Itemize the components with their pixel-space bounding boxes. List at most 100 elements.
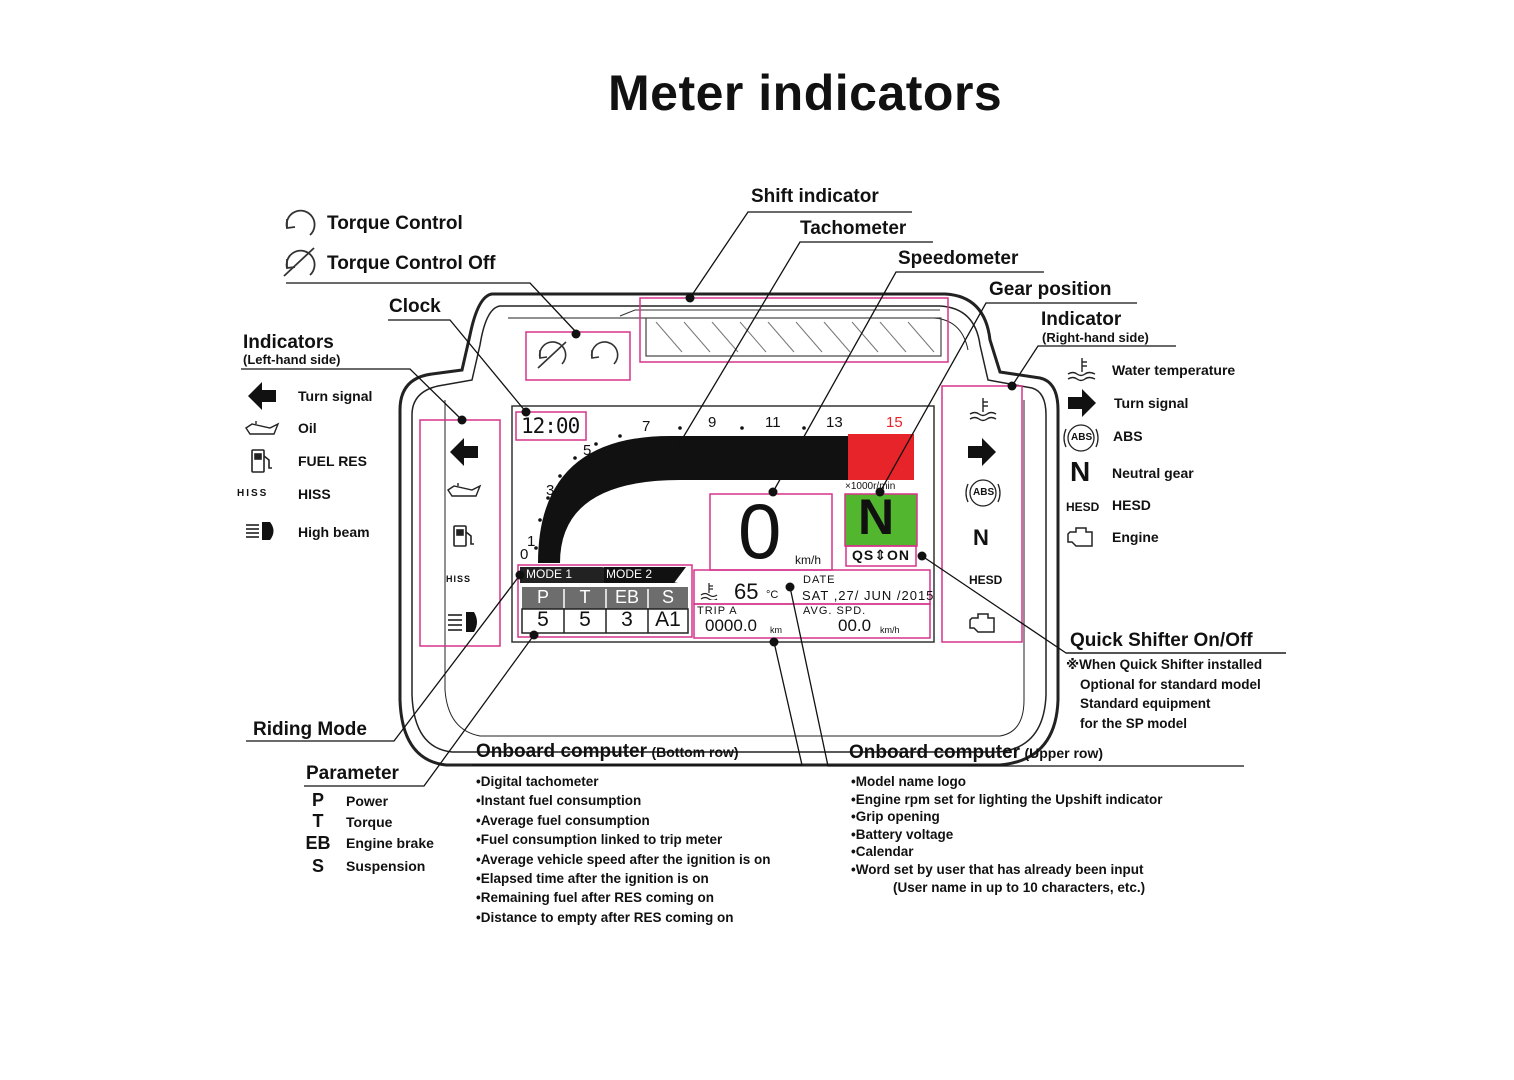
legend-water-temperature-icon bbox=[1067, 358, 1096, 382]
riding-mode-label: Riding Mode bbox=[253, 719, 367, 740]
clock-box bbox=[515, 411, 587, 441]
riding-mode-highlight bbox=[517, 564, 693, 638]
quick-shifter-note-line: Standard equipment bbox=[1080, 696, 1211, 711]
param-label-power: Power bbox=[346, 792, 389, 809]
param-key-s: S bbox=[311, 855, 324, 876]
legend-right-turn-signal: Turn signal bbox=[1114, 395, 1189, 411]
leader-lines bbox=[241, 211, 1286, 787]
tachometer-redzone bbox=[848, 434, 914, 480]
param-header-row: P T EB S bbox=[522, 587, 688, 608]
gear-box bbox=[844, 493, 918, 547]
param-header-cell: S bbox=[661, 587, 674, 607]
torque-control-off-label: Torque Control Off bbox=[327, 253, 496, 274]
shift-indicator-label: Shift indicator bbox=[751, 186, 879, 207]
list-item: •Engine rpm set for lighting the Upshift… bbox=[851, 791, 1163, 807]
panel-water-temperature-icon bbox=[969, 398, 997, 422]
lcd-water-temperature-icon bbox=[700, 583, 718, 600]
list-item: •Calendar bbox=[851, 844, 914, 860]
onboard-upper-sublabel: (Upper row) bbox=[1024, 745, 1104, 761]
trip-label: TRIP A bbox=[697, 605, 738, 617]
param-label-torque: Torque bbox=[346, 813, 393, 830]
speed-value: 0 bbox=[738, 487, 782, 575]
panel-high-beam-icon bbox=[448, 612, 477, 632]
tach-tick-dot bbox=[740, 426, 744, 430]
onboard-upper-list: •Model name logo •Engine rpm set for lig… bbox=[851, 773, 1162, 896]
quick-shifter-note-line: ※When Quick Shifter installed bbox=[1066, 657, 1263, 672]
list-item: •Remaining fuel after RES coming on bbox=[476, 890, 715, 906]
speed-unit: km/h bbox=[795, 553, 822, 567]
tach-tick-dot bbox=[558, 474, 562, 478]
list-item: •Model name logo bbox=[851, 774, 966, 789]
panel-abs-icon bbox=[965, 479, 1001, 507]
shift-lamp-segment bbox=[823, 321, 851, 353]
indicator-right-sublabel: (Right-hand side) bbox=[1042, 330, 1149, 345]
legend-abs-icon-text: ABS bbox=[1071, 432, 1093, 443]
rpm-unit: ×1000r/min bbox=[845, 481, 896, 492]
avg-speed-unit: km/h bbox=[880, 625, 900, 635]
panel-abs-icon-text: ABS bbox=[973, 487, 995, 498]
indicators-left-label: Indicators bbox=[243, 332, 334, 353]
lcd-screen-frame bbox=[511, 405, 935, 643]
indicator-right-label: Indicator bbox=[1041, 309, 1122, 330]
tach-tick-label: 9 bbox=[708, 414, 717, 431]
quick-shifter-note-line: for the SP model bbox=[1080, 715, 1188, 731]
panel-fuel-pump-icon bbox=[453, 525, 474, 547]
avg-speed-label: AVG. SPD. bbox=[803, 605, 867, 617]
list-item: •Average vehicle speed after the ignitio… bbox=[476, 851, 771, 867]
param-header-cell: T bbox=[579, 587, 591, 607]
param-values-box bbox=[521, 608, 689, 634]
date-label: DATE bbox=[803, 574, 836, 586]
list-item: •Digital tachometer bbox=[476, 774, 599, 789]
param-key-eb: EB bbox=[305, 832, 331, 853]
tach-tick-label: 1 bbox=[527, 533, 536, 550]
legend-right-hesd: HESD bbox=[1112, 497, 1151, 513]
legend-arrow-right-icon bbox=[1068, 389, 1096, 417]
param-value-cell: A1 bbox=[655, 608, 681, 631]
list-item: •Word set by user that has already been … bbox=[851, 861, 1144, 877]
onboard-bottom-list: •Digital tachometer •Instant fuel consum… bbox=[476, 772, 771, 927]
legend-left-turn-signal: Turn signal bbox=[298, 388, 373, 404]
param-label-suspension: Suspension bbox=[346, 858, 426, 874]
param-values-row: 5 5 3 A1 bbox=[522, 608, 688, 632]
shift-lamp-segment bbox=[907, 321, 935, 353]
legend-abs-icon bbox=[1063, 424, 1099, 452]
shift-lamp-segment bbox=[795, 321, 823, 353]
tach-tick-dot bbox=[538, 518, 542, 522]
onboard-bottom-sublabel: (Bottom row) bbox=[651, 744, 739, 760]
gear-position-label: Gear position bbox=[989, 279, 1112, 300]
right-indicator-panel bbox=[941, 385, 1023, 643]
mode-2-label: MODE 2 bbox=[606, 567, 653, 581]
onboard-bottom-label: Onboard computer bbox=[476, 741, 648, 762]
tach-tick-dot bbox=[534, 546, 538, 550]
panel-arrow-right-icon bbox=[968, 438, 996, 466]
quick-shifter-note-line: Optional for standard model bbox=[1080, 676, 1261, 692]
legend-fuel-pump-icon bbox=[251, 449, 272, 473]
meter-torque-control-off-icon bbox=[537, 341, 567, 369]
hiss-text-icon: HISS bbox=[237, 488, 269, 499]
temp-value: 65 bbox=[734, 579, 759, 604]
neutral-n-icon: N bbox=[1070, 456, 1091, 487]
param-label-engine-brake: Engine brake bbox=[346, 835, 434, 851]
tachometer-bar bbox=[538, 436, 848, 563]
panel-oil-can-icon bbox=[447, 483, 482, 497]
tach-tick-dot bbox=[594, 442, 598, 446]
param-key-p: P bbox=[311, 790, 324, 810]
onboard-bottom-box bbox=[693, 603, 931, 639]
tach-tick-label: 7 bbox=[642, 418, 651, 435]
param-value-cell: 3 bbox=[621, 608, 633, 631]
legend-torque-control-off-icon bbox=[283, 247, 316, 277]
list-item: •Elapsed time after the ignition is on bbox=[476, 871, 709, 887]
param-value-cell: 5 bbox=[537, 608, 549, 631]
quick-shifter-label: Quick Shifter On/Off bbox=[1070, 630, 1253, 651]
leader-dots bbox=[457, 293, 1017, 647]
temp-unit: °C bbox=[766, 589, 779, 601]
date-value: SAT ,27/ JUN /2015 bbox=[802, 588, 935, 603]
legend-engine-icon bbox=[1067, 527, 1093, 547]
tach-tick-dot bbox=[678, 426, 682, 430]
legend-arrow-left-icon bbox=[248, 382, 276, 410]
panel-hiss-icon: HISS bbox=[446, 574, 472, 584]
list-item: •Fuel consumption linked to trip meter bbox=[476, 832, 723, 848]
param-header-cell: P bbox=[536, 587, 549, 607]
